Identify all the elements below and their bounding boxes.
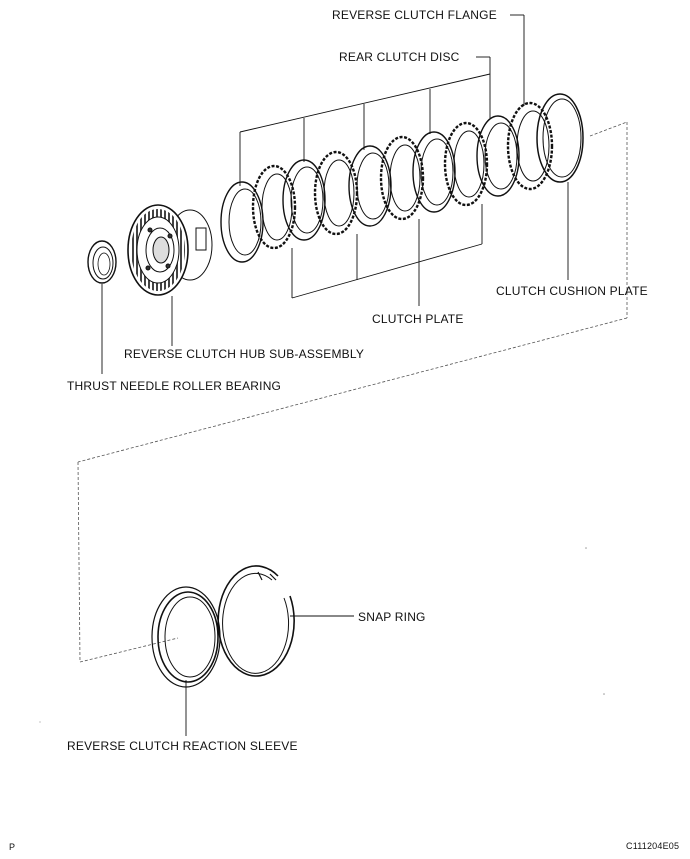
clutch-pack [220,93,584,263]
label-reverse-clutch-reaction-sleeve: REVERSE CLUTCH REACTION SLEEVE [67,739,298,753]
clutch-plate-4 [443,121,489,207]
label-reverse-clutch-flange: REVERSE CLUTCH FLANGE [332,8,497,22]
thrust-needle-roller-bearing [87,240,117,284]
reaction-sleeve-part [151,586,221,688]
leader-lines [101,14,569,736]
figure-code: C111204E05 [626,841,680,851]
clutch-disc-4 [412,131,456,213]
label-thrust-needle-roller-bearing: THRUST NEEDLE ROLLER BEARING [67,379,282,393]
footer-left-mark: P [9,842,16,852]
clutch-plate-1 [251,164,297,250]
label-clutch-plate: CLUTCH PLATE [372,312,464,326]
clutch-cushion-plate-part [536,93,584,183]
scan-specks [39,547,605,723]
clutch-disc-1 [220,181,264,263]
clutch-plate-2 [313,150,359,236]
clutch-plate-3 [379,135,425,221]
reverse-clutch-flange-part [506,101,554,191]
reverse-clutch-hub [127,204,213,296]
clutch-disc-5 [476,115,520,197]
assembly-guide-lines [77,121,628,663]
label-reverse-clutch-hub: REVERSE CLUTCH HUB SUB-ASSEMBLY [124,347,365,361]
snap-ring-part [217,565,295,677]
label-snap-ring: SNAP RING [358,610,426,624]
label-clutch-cushion-plate: CLUTCH CUSHION PLATE [496,284,648,298]
clutch-disc-3 [348,145,392,227]
label-rear-clutch-disc: REAR CLUTCH DISC [339,50,460,64]
